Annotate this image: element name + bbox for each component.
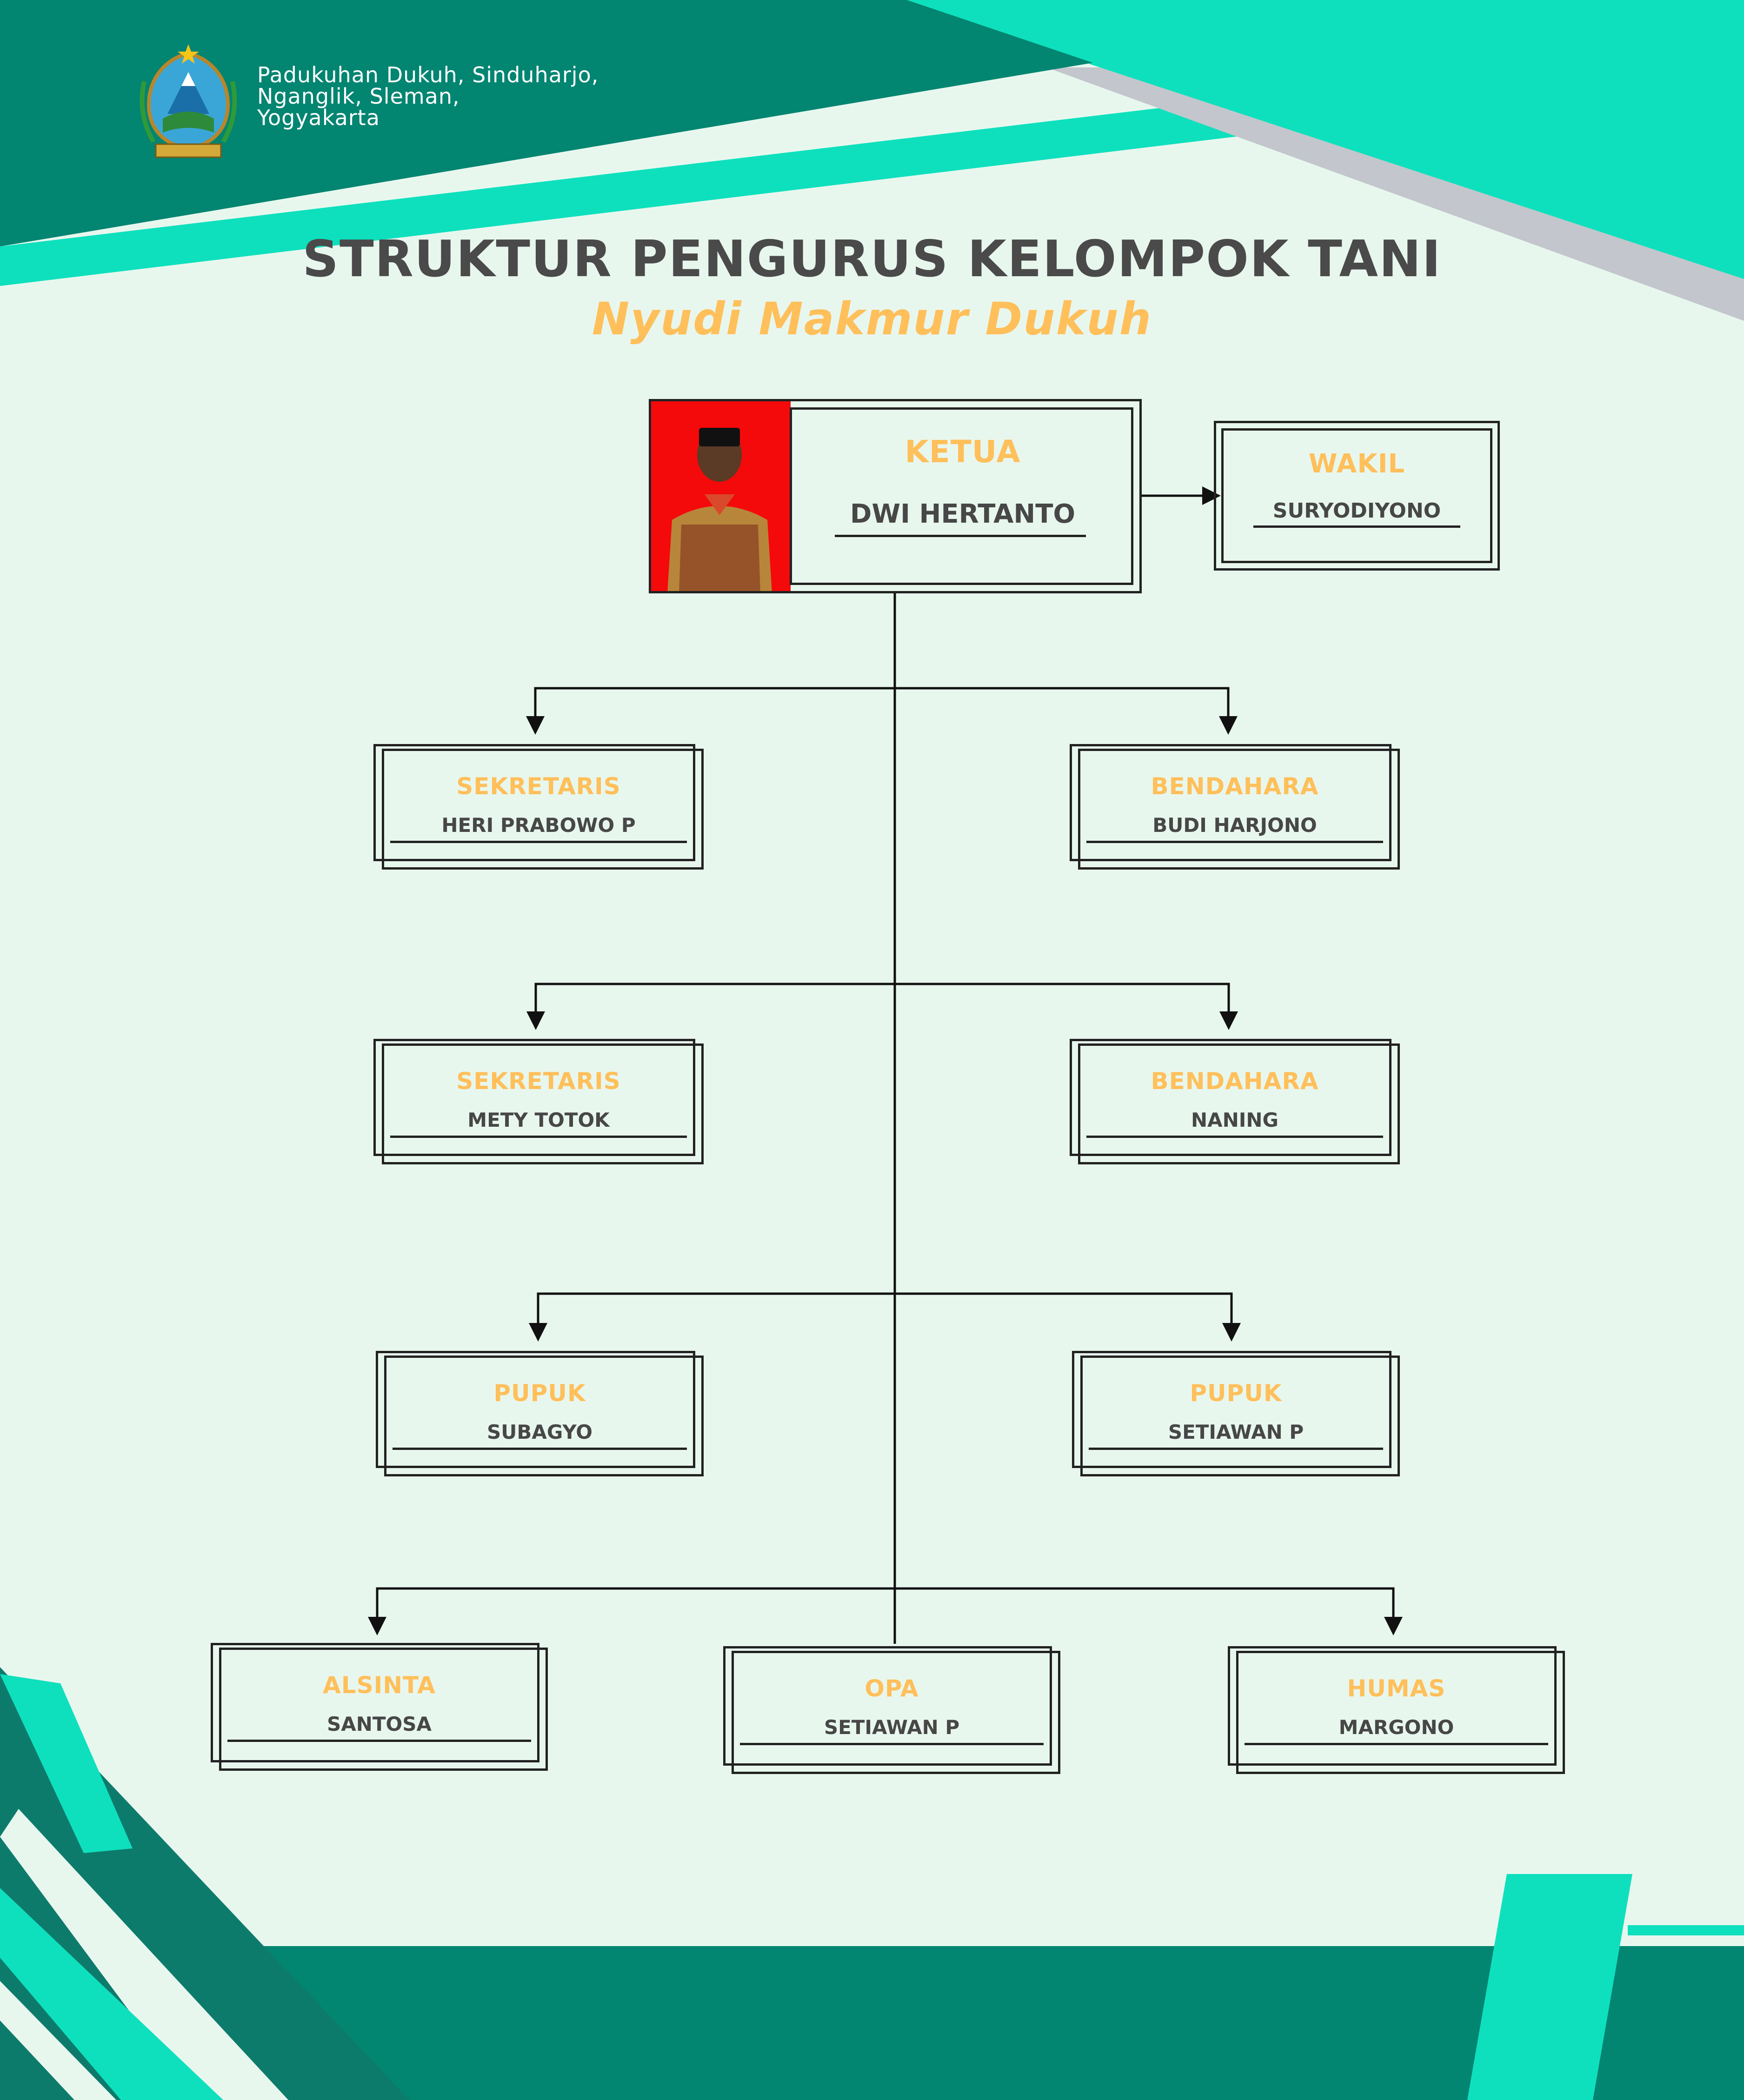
organization-location: Padukuhan Dukuh, Sinduharjo, Nganglik, S… bbox=[257, 64, 599, 128]
role-label: ALSINTA bbox=[323, 1672, 436, 1699]
box-frame-outer bbox=[211, 1643, 539, 1762]
role-label: OPA bbox=[865, 1675, 919, 1702]
sleman-regency-emblem-icon bbox=[140, 44, 237, 158]
page-title: STRUKTUR PENGURUS KELOMPOK TANI bbox=[302, 230, 1442, 288]
name-underline bbox=[1245, 1743, 1548, 1745]
box-frame-inner bbox=[790, 407, 1133, 585]
row2-connector-right bbox=[895, 983, 1238, 1030]
role-label: BENDAHARA bbox=[1151, 1068, 1319, 1095]
header-right-mint bbox=[907, 0, 1744, 279]
box-frame-inner bbox=[382, 749, 704, 870]
name-underline bbox=[390, 841, 687, 843]
box-frame-inner bbox=[1221, 428, 1492, 563]
person-photo-icon bbox=[667, 428, 772, 593]
ketua-box: KETUA DWI HERTANTO bbox=[649, 399, 1142, 593]
box-frame-inner bbox=[1078, 1043, 1400, 1164]
box-frame-outer bbox=[1228, 1646, 1557, 1766]
box-frame-inner bbox=[382, 1043, 704, 1164]
box-frame-inner bbox=[1080, 1356, 1400, 1476]
role-label: HUMAS bbox=[1347, 1675, 1446, 1702]
name-underline bbox=[227, 1740, 531, 1742]
pupuk-box: PUPUK SUBAGYO bbox=[376, 1351, 704, 1476]
row3-connector-right bbox=[895, 1292, 1241, 1342]
footer-left-mint-diag-1 bbox=[0, 1674, 133, 1853]
box-frame-outer bbox=[376, 1351, 695, 1468]
box-frame-outer bbox=[1072, 1351, 1391, 1468]
row1-connector-right bbox=[895, 687, 1238, 735]
row4-connector-right bbox=[895, 1587, 1403, 1635]
role-label: KETUA bbox=[905, 434, 1021, 470]
alsinta-box: ALSINTA SANTOSA bbox=[211, 1643, 548, 1771]
person-name: HERI PRABOWO P bbox=[441, 814, 636, 837]
pupuk-box: PUPUK SETIAWAN P bbox=[1072, 1351, 1400, 1476]
box-frame-inner bbox=[732, 1651, 1060, 1774]
humas-box: HUMAS MARGONO bbox=[1228, 1646, 1565, 1774]
box-frame-inner bbox=[384, 1356, 704, 1476]
row1-connector-left bbox=[526, 687, 895, 735]
box-frame-outer bbox=[1070, 1039, 1391, 1156]
box-frame-outer bbox=[373, 744, 695, 861]
bendahara-box: BENDAHARA NANING bbox=[1070, 1039, 1400, 1164]
person-name: SETIAWAN P bbox=[1168, 1421, 1304, 1443]
person-name: SUBAGYO bbox=[486, 1421, 593, 1443]
footer-left-mint-diag-2 bbox=[0, 1888, 223, 2100]
box-frame-inner bbox=[1078, 749, 1400, 870]
wakil-box: WAKIL SURYODIYONO bbox=[1214, 421, 1500, 571]
name-underline bbox=[835, 535, 1086, 537]
header-dark-teal bbox=[0, 0, 1093, 246]
header-gray-band bbox=[1046, 67, 1744, 321]
box-frame-inner bbox=[219, 1648, 548, 1771]
box-frame-outer bbox=[1214, 421, 1500, 571]
box-frame-outer bbox=[649, 399, 1142, 593]
footer-left-light-diag-2 bbox=[0, 1981, 116, 2100]
ketua-photo bbox=[649, 399, 791, 593]
name-underline bbox=[740, 1743, 1044, 1745]
footer-right-mint-slant bbox=[1467, 1874, 1632, 2100]
location-line-2: Nganglik, Sleman, bbox=[257, 84, 460, 109]
footer-right-mint-bar bbox=[1628, 1925, 1744, 1935]
person-name: SURYODIYONO bbox=[1272, 499, 1441, 523]
box-frame-outer bbox=[1070, 744, 1391, 861]
person-name: SETIAWAN P bbox=[824, 1716, 960, 1739]
name-underline bbox=[1086, 841, 1383, 843]
name-underline bbox=[393, 1448, 687, 1450]
name-underline bbox=[1089, 1448, 1383, 1450]
person-name: MARGONO bbox=[1338, 1716, 1454, 1739]
person-name: METY TOTOK bbox=[467, 1109, 610, 1131]
sekretaris-box: SEKRETARIS METY TOTOK bbox=[373, 1039, 704, 1164]
row4-connector-left bbox=[368, 1587, 895, 1635]
header-mint-band bbox=[0, 60, 1558, 286]
sekretaris-box: SEKRETARIS HERI PRABOWO P bbox=[373, 744, 704, 870]
name-underline bbox=[1086, 1136, 1383, 1138]
role-label: SEKRETARIS bbox=[456, 773, 621, 800]
person-name: SANTOSA bbox=[326, 1713, 432, 1735]
role-label: PUPUK bbox=[493, 1380, 586, 1407]
location-line-3: Yogyakarta bbox=[257, 105, 380, 130]
box-frame-outer bbox=[723, 1646, 1052, 1766]
opa-box: OPA SETIAWAN P bbox=[723, 1646, 1060, 1774]
bendahara-box: BENDAHARA BUDI HARJONO bbox=[1070, 744, 1400, 870]
footer-left-light-diag bbox=[0, 1809, 288, 2100]
role-label: PUPUK bbox=[1190, 1380, 1282, 1407]
page-subtitle: Nyudi Makmur Dukuh bbox=[592, 293, 1152, 345]
person-name: NANING bbox=[1191, 1109, 1279, 1131]
row2-connector-left bbox=[526, 983, 895, 1030]
person-name: DWI HERTANTO bbox=[850, 499, 1076, 529]
role-label: BENDAHARA bbox=[1151, 773, 1319, 800]
role-label: WAKIL bbox=[1308, 449, 1405, 479]
name-underline bbox=[1253, 525, 1460, 528]
row3-connector-left bbox=[529, 1292, 895, 1342]
role-label: SEKRETARIS bbox=[456, 1068, 621, 1095]
person-name: BUDI HARJONO bbox=[1152, 814, 1317, 837]
name-underline bbox=[390, 1136, 687, 1138]
location-line-1: Padukuhan Dukuh, Sinduharjo, bbox=[257, 62, 599, 87]
box-frame-outer bbox=[373, 1039, 695, 1156]
box-frame-inner bbox=[1236, 1651, 1565, 1774]
